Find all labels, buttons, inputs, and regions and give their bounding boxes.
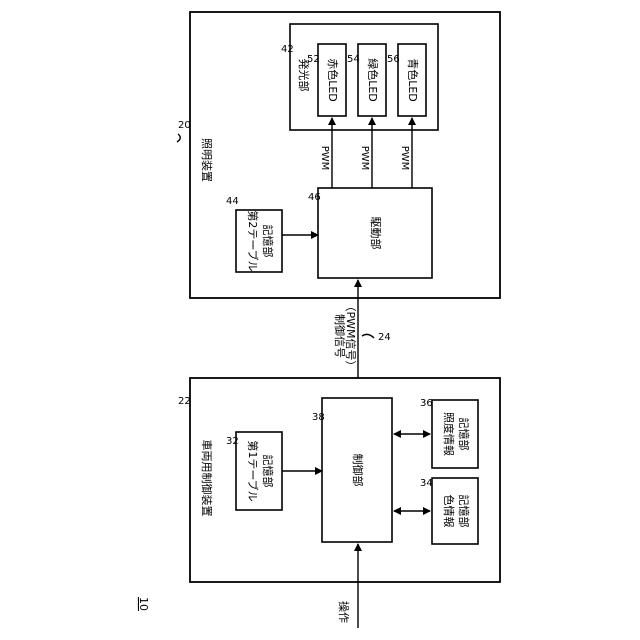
red-led-ref: 52 bbox=[307, 54, 320, 65]
vehicle-controller-ref: 22 bbox=[178, 396, 191, 407]
figure-number: 10 bbox=[137, 597, 150, 611]
lighting-device-title: 照明装置 bbox=[200, 138, 213, 182]
lighting-device-ref-leader bbox=[177, 134, 180, 142]
operation-label: 操作 bbox=[337, 601, 351, 623]
color-storage-label-line2: 記憶部 bbox=[457, 495, 471, 528]
first-table-label-line2: 記憶部 bbox=[261, 455, 275, 488]
second-table-label-line1: 第2テーブル bbox=[246, 210, 260, 271]
illuminance-storage-label-line1: 照度情報 bbox=[442, 412, 456, 456]
second-table-ref: 44 bbox=[226, 196, 239, 207]
control-unit-label: 制御部 bbox=[351, 454, 365, 487]
red-led-label: 赤色LED bbox=[326, 58, 340, 102]
pwm-label-red: PWM bbox=[319, 146, 330, 171]
vehicle-controller-title: 車両用制御装置 bbox=[200, 440, 214, 517]
light-emitter-ref: 42 bbox=[281, 44, 294, 55]
control-signal-label-line2: （PWM信号） bbox=[344, 300, 357, 371]
control-signal-ref: 24 bbox=[378, 332, 391, 343]
green-led-ref: 54 bbox=[347, 54, 360, 65]
control-unit-ref: 38 bbox=[312, 412, 325, 423]
first-table-ref: 32 bbox=[226, 436, 239, 447]
color-storage-ref: 34 bbox=[420, 478, 433, 489]
illuminance-storage-ref: 36 bbox=[420, 398, 433, 409]
driver-label: 駆動部 bbox=[369, 217, 383, 250]
first-table-label-line1: 第1テーブル bbox=[246, 440, 260, 501]
second-table-label-line2: 記憶部 bbox=[261, 225, 275, 258]
blue-led-label: 青色LED bbox=[406, 58, 420, 102]
illuminance-storage-label-line2: 記憶部 bbox=[457, 418, 471, 451]
pwm-label-blue: PWM bbox=[399, 146, 410, 171]
lighting-device-ref: 20 bbox=[178, 120, 191, 131]
driver-ref: 46 bbox=[308, 192, 321, 203]
control-signal-ref-leader bbox=[362, 334, 374, 338]
blue-led-ref: 56 bbox=[387, 54, 400, 65]
pwm-label-green: PWM bbox=[359, 146, 370, 171]
color-storage-label-line1: 色情報 bbox=[442, 495, 456, 528]
green-led-label: 緑色LED bbox=[366, 58, 380, 102]
